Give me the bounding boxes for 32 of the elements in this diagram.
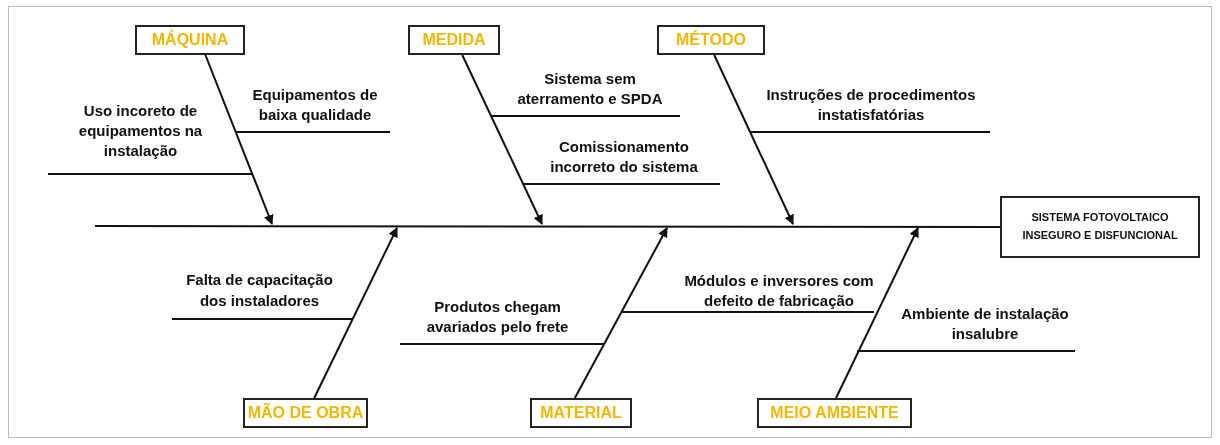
cause-text: Módulos e inversores com defeito de fabricação bbox=[684, 270, 874, 312]
category-box: MÉTODO bbox=[657, 25, 765, 55]
category-box: MÁQUINA bbox=[135, 25, 245, 55]
category-box: MEIO AMBIENTE bbox=[757, 398, 912, 428]
leader-line bbox=[522, 183, 721, 185]
cause-text: Equipamentos de baixa qualidade bbox=[240, 78, 390, 132]
leader-line bbox=[749, 131, 991, 133]
leader-line bbox=[621, 311, 875, 313]
leader-line bbox=[856, 350, 1076, 352]
cause-text: Sistema sem aterramento e SPDA bbox=[500, 62, 680, 116]
category-box: MEDIDA bbox=[408, 25, 500, 55]
cause-text: Ambiente de instalação insalubre bbox=[895, 297, 1075, 351]
bone-arrow bbox=[204, 54, 274, 225]
bone-arrow bbox=[713, 54, 794, 225]
category-box: MÃO DE OBRA bbox=[243, 398, 368, 428]
leader-line bbox=[490, 115, 681, 117]
bone-arrow bbox=[573, 227, 668, 399]
bone-arrow bbox=[313, 227, 398, 399]
leader-line bbox=[399, 343, 605, 345]
cause-text: Falta de capacitação dos instaladores bbox=[172, 262, 347, 319]
bone-arrow bbox=[461, 54, 543, 225]
leader-line bbox=[47, 173, 253, 175]
cause-text: Uso incoreto de equipamentos na instalação bbox=[48, 88, 233, 174]
category-box: MATERIAL bbox=[530, 398, 632, 428]
effect-box: SISTEMA FOTOVOLTAICO INSEGURO E DISFUNCIONAL bbox=[1000, 196, 1200, 258]
cause-text: Produtos chegam avariados pelo frete bbox=[400, 290, 595, 344]
bone-arrow bbox=[835, 227, 919, 399]
cause-text: Comissionamento incorreto do sistema bbox=[528, 130, 720, 184]
leader-line bbox=[171, 318, 354, 320]
cause-text: Instruções de procedimentos instatisfatórias bbox=[752, 78, 990, 132]
spine-line bbox=[94, 225, 1001, 228]
leader-line bbox=[235, 131, 391, 133]
